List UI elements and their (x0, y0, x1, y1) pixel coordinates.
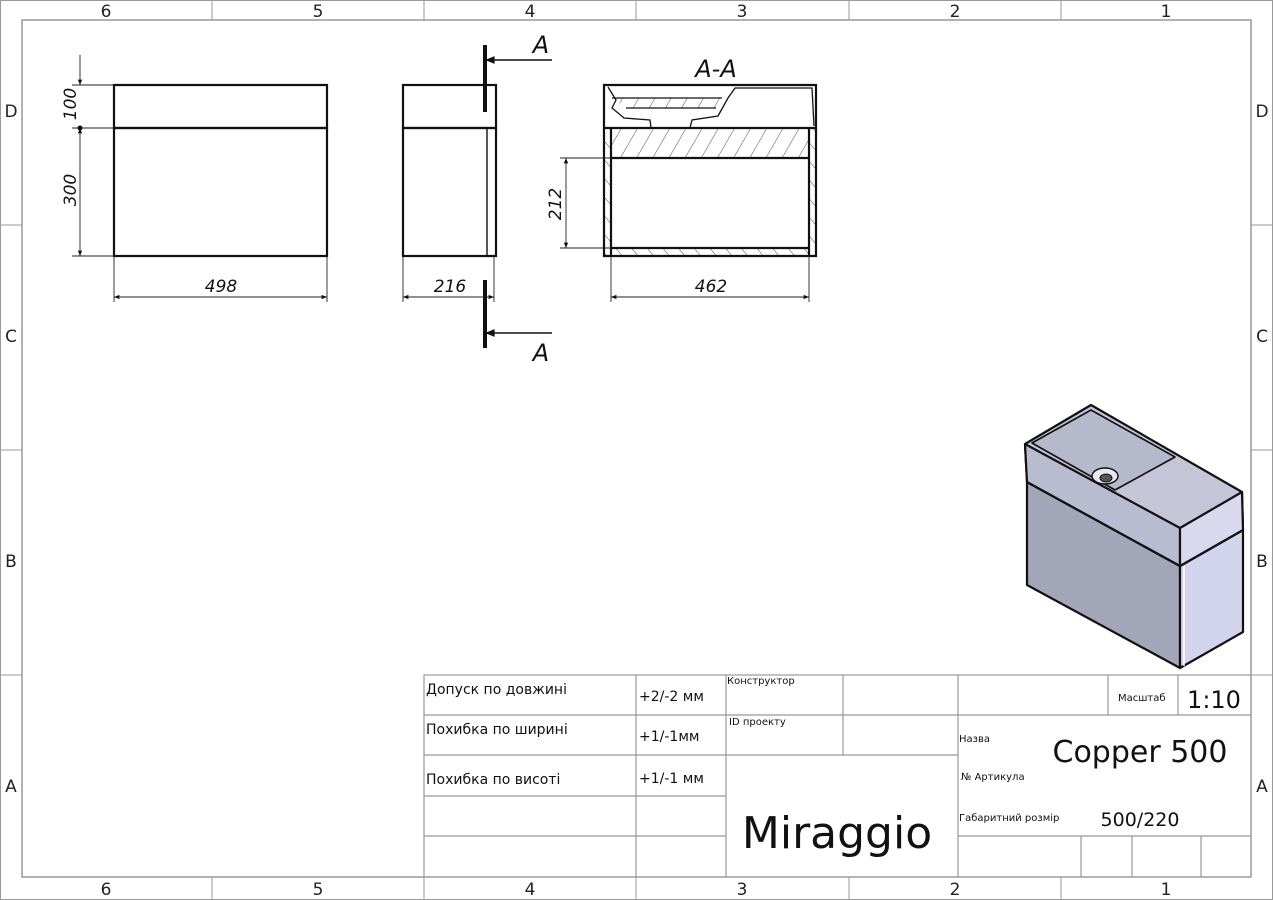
svg-text:B: B (1256, 552, 1268, 572)
size-label: Габаритний розмір (959, 812, 1059, 824)
dim-width: 498 (205, 277, 238, 297)
svg-text:5: 5 (313, 2, 324, 22)
isometric-view (1023, 403, 1245, 670)
svg-text:1: 1 (1161, 880, 1172, 900)
zone-column-labels: 6 5 4 3 2 1 6 5 4 3 2 1 (101, 2, 1172, 900)
svg-text:6: 6 (101, 880, 112, 900)
svg-text:C: C (1256, 327, 1268, 347)
project-id-label: ID проекту (729, 717, 786, 728)
section-title: A-A (693, 55, 737, 83)
svg-text:2: 2 (950, 2, 961, 22)
scale-value: 1:10 (1187, 686, 1241, 714)
product-name: Copper 500 (1053, 735, 1228, 770)
svg-text:A: A (1256, 777, 1268, 797)
article-label: № Артикула (961, 772, 1025, 783)
dim-body-height: 300 (61, 174, 81, 206)
tolerance-length-value: +2/-2 мм (639, 689, 704, 705)
scale-label: Масштаб (1118, 693, 1166, 704)
size-value: 500/220 (1101, 809, 1180, 831)
tolerance-width-value: +1/-1мм (639, 729, 699, 745)
svg-text:3: 3 (737, 880, 748, 900)
tolerance-width-label: Похибка по ширині (426, 722, 568, 738)
svg-text:B: B (5, 552, 17, 572)
svg-text:1: 1 (1161, 2, 1172, 22)
svg-text:C: C (5, 327, 17, 347)
dim-depth: 216 (434, 277, 467, 297)
svg-text:A: A (5, 777, 17, 797)
section-cut-marker (483, 45, 552, 348)
tolerance-length-label: Допуск по довжині (426, 682, 567, 698)
svg-text:2: 2 (950, 880, 961, 900)
svg-text:4: 4 (525, 880, 536, 900)
dim-inner-width: 462 (695, 277, 727, 297)
dim-inner-height: 212 (546, 188, 566, 220)
side-view: 216 A A (401, 31, 552, 367)
svg-text:A: A (531, 31, 549, 59)
front-view: 100 300 498 (61, 55, 329, 302)
zone-row-labels: D C B A D C B A (4, 102, 1268, 797)
title-block: Допуск по довжині +2/-2 мм Похибка по ши… (423, 674, 1252, 878)
tolerance-height-value: +1/-1 мм (639, 771, 704, 787)
svg-text:3: 3 (737, 2, 748, 22)
svg-text:D: D (4, 102, 17, 122)
svg-text:4: 4 (525, 2, 536, 22)
dim-top-height: 100 (61, 88, 81, 120)
svg-text:D: D (1255, 102, 1268, 122)
section-view: A-A 212 462 (546, 55, 818, 302)
svg-text:6: 6 (101, 2, 112, 22)
designer-label: Конструктор (727, 676, 795, 687)
name-label: Назва (959, 734, 990, 745)
brand-name: Miraggio (742, 808, 932, 859)
svg-text:A: A (531, 339, 549, 367)
tolerance-height-label: Похибка по висоті (426, 772, 560, 788)
svg-text:5: 5 (313, 880, 324, 900)
